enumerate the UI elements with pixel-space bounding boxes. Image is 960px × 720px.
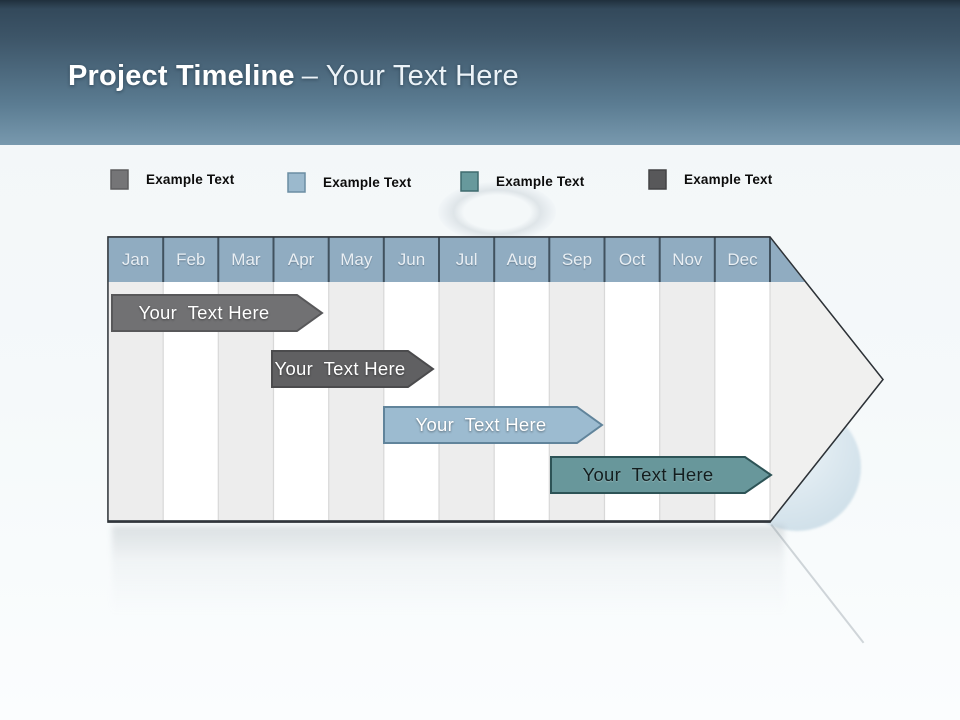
month-label-apr: Apr: [287, 249, 315, 269]
header-gridlines: [162, 237, 771, 282]
screw-reflection-decoration: [112, 526, 784, 614]
month-label-dec: Dec: [727, 249, 758, 269]
month-label-may: May: [340, 249, 373, 269]
month-label-mar: Mar: [231, 249, 261, 269]
month-label-jul: Jul: [455, 249, 478, 269]
task-bar-3-label[interactable]: Your Text Here: [415, 414, 547, 435]
task-bar-1[interactable]: [111, 294, 324, 332]
task-bar-3[interactable]: [383, 406, 604, 444]
title-band: [0, 0, 960, 145]
legend-label: Example Text: [146, 172, 235, 187]
legend-item-4[interactable]: Example Text: [648, 169, 772, 190]
legend-item-3[interactable]: Example Text: [460, 171, 584, 192]
legend-swatch-gray: [110, 169, 129, 190]
legend-swatch-teal: [460, 171, 479, 192]
timeline-arrow-outline: [107, 236, 884, 523]
month-column: [383, 282, 439, 522]
legend-swatch-darkgray: [648, 169, 667, 190]
task-bar-2[interactable]: [271, 350, 435, 388]
legend-swatch-lightblue: [287, 172, 306, 193]
month-label-aug: Aug: [506, 249, 537, 269]
column-gridlines: [162, 282, 771, 522]
slide-title[interactable]: Project Timeline– Your Text Here: [68, 60, 519, 93]
legend-label: Example Text: [684, 172, 773, 187]
month-label-sep: Sep: [561, 249, 593, 269]
month-label-feb: Feb: [176, 249, 206, 269]
month-label-nov: Nov: [672, 249, 703, 269]
legend-label: Example Text: [323, 175, 412, 190]
month-column: [328, 282, 384, 522]
task-bar-4-label[interactable]: Your Text Here: [582, 464, 714, 485]
legend-item-2[interactable]: Example Text: [287, 172, 411, 193]
task-bar-2-label[interactable]: Your Text Here: [274, 358, 406, 379]
month-label-jan: Jan: [121, 249, 150, 269]
month-column: [494, 282, 550, 522]
slide-title-main: Project Timeline: [68, 60, 295, 92]
slide-title-placeholder: – Your Text Here: [301, 60, 519, 92]
legend-item-1[interactable]: Example Text: [110, 169, 234, 190]
task-bar-1-label[interactable]: Your Text Here: [138, 302, 270, 323]
month-column: [439, 282, 495, 522]
legend-label: Example Text: [496, 174, 585, 189]
month-label-jun: Jun: [397, 249, 426, 269]
month-label-oct: Oct: [618, 249, 646, 269]
task-bar-4[interactable]: [550, 456, 773, 494]
timeline-header-band: [108, 237, 806, 282]
lightbulb-cap-decoration: [438, 182, 556, 242]
month-header-row: Jan Feb Mar Apr May Jun Jul Aug Sep Oct …: [108, 237, 770, 282]
